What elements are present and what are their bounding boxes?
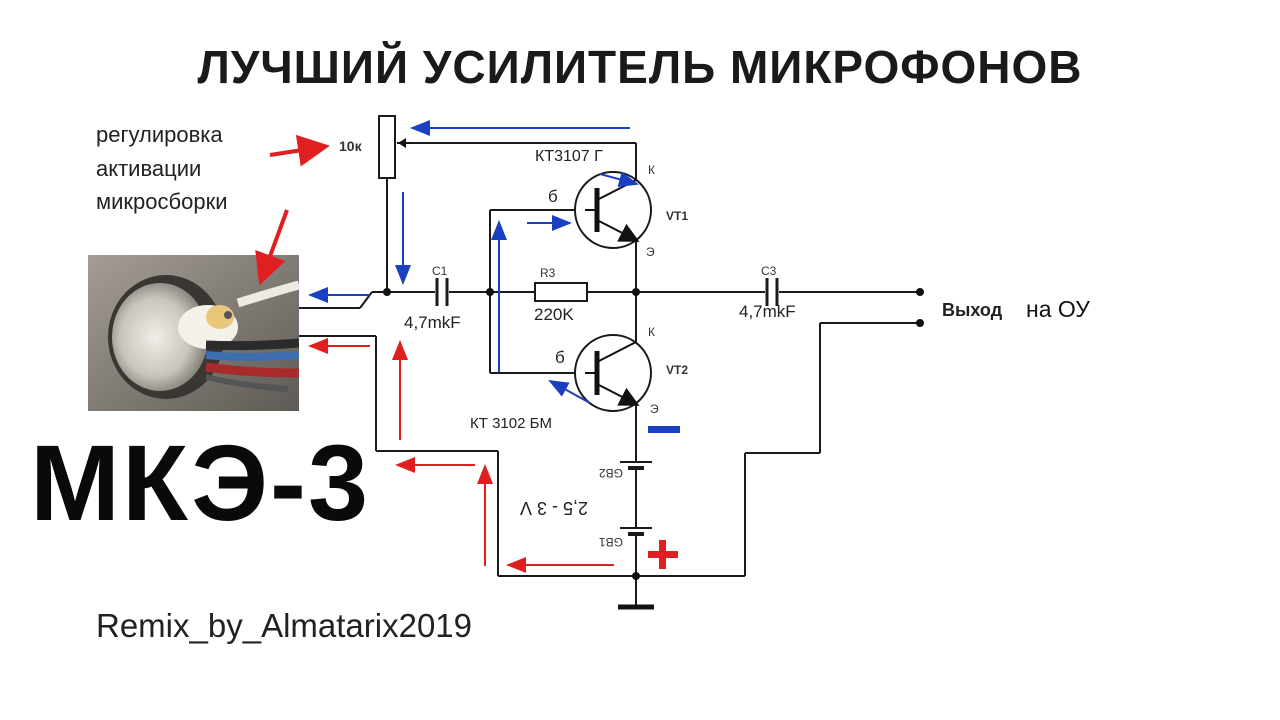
adjust-note-line-1: регулировка	[96, 122, 223, 147]
c1-label: C1	[432, 264, 448, 278]
c1-value: 4,7mkF	[404, 313, 461, 332]
output-label: Выход	[942, 300, 1003, 320]
microphone-model: МКЭ-3	[30, 422, 371, 543]
vt1-collector-label: К	[648, 163, 655, 177]
transistor-vt2	[574, 334, 652, 412]
capacitor-c1	[435, 278, 449, 306]
vt1-base-label: б	[548, 187, 558, 206]
battery-voltage-label: 2,5 - 3 V	[520, 498, 589, 518]
potentiometer-wiper-arrow	[398, 138, 406, 148]
vt2-type-label: КТ 3102 БМ	[470, 415, 552, 432]
plus-sign	[648, 540, 678, 569]
vt2-collector-label: К	[648, 325, 655, 339]
r3-label: R3	[540, 266, 556, 280]
gb1-label: GB1	[599, 535, 624, 549]
red-pointer-arrows	[255, 134, 330, 286]
adjust-note-line-3: микросборки	[96, 189, 228, 214]
capacitor-c3	[765, 278, 779, 306]
pot-label: 10к	[339, 138, 362, 154]
adjust-note-line-2: активации	[96, 156, 202, 181]
vt1-emitter-label: Э	[646, 245, 655, 259]
diagram-title: ЛУЧШИЙ УСИЛИТЕЛЬ МИКРОФОНОВ	[197, 41, 1083, 93]
vt2-label: VT2	[666, 363, 689, 377]
output-suffix: на ОУ	[1026, 296, 1090, 322]
transistor-vt1	[574, 171, 652, 249]
red-signal-arrows	[308, 338, 614, 573]
resistor-r3	[534, 282, 588, 302]
vt2-base-label: б	[555, 348, 565, 367]
blue-signal-arrows	[308, 120, 639, 404]
credit-text: Remix_by_Almatarix2019	[96, 607, 473, 644]
battery-gb2	[620, 461, 652, 470]
r3-value: 220K	[534, 305, 574, 324]
battery-gb1	[620, 527, 652, 536]
vt1-type-label: КТ3107 Г	[535, 148, 603, 165]
vt1-label: VT1	[666, 209, 689, 223]
gb2-label: GB2	[599, 466, 624, 480]
potentiometer-body	[378, 115, 396, 179]
junction-dots	[383, 288, 924, 580]
c3-label: C3	[761, 264, 777, 278]
vt2-emitter-label: Э	[650, 402, 659, 416]
minus-sign	[648, 426, 680, 433]
microphone-photo	[88, 255, 299, 411]
c3-value: 4,7mkF	[739, 302, 796, 321]
